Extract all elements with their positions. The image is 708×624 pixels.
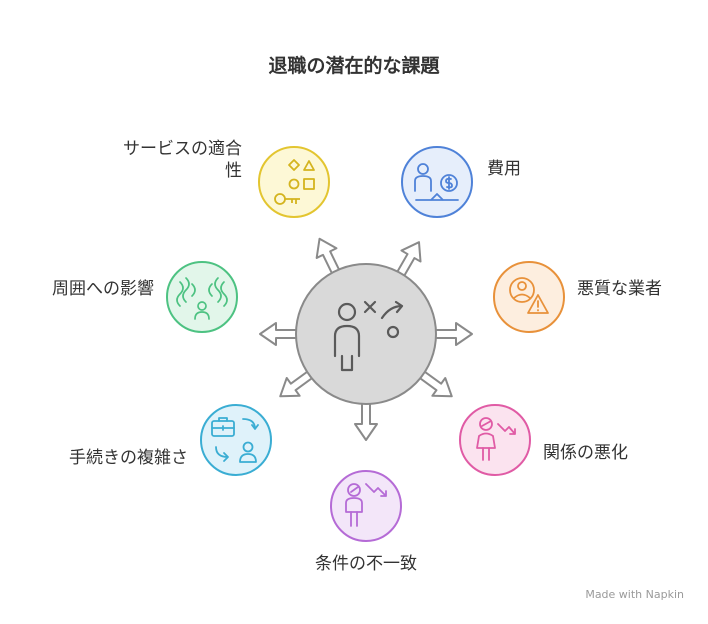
label-service-fit: サービスの適合 性	[123, 138, 242, 182]
node-relationship	[459, 404, 531, 476]
napkin-watermark: Made with Napkin	[585, 588, 684, 601]
node-condition-mismatch	[330, 470, 402, 542]
person-declining-icon	[476, 417, 516, 461]
person-warning-icon	[509, 277, 549, 314]
label-service-fit-line2: 性	[225, 161, 242, 181]
hub-circle	[295, 263, 437, 405]
label-cost: 費用	[487, 159, 521, 179]
node-service-fit	[258, 146, 330, 218]
person-down-trend-icon	[345, 483, 387, 527]
label-condition-mismatch: 条件の不一致	[315, 554, 417, 574]
node-procedure-complexity	[200, 404, 272, 476]
briefcase-exchange-icon	[211, 417, 259, 463]
label-procedure-complexity: 手続きの複雑さ	[69, 448, 188, 468]
decision-person-icon	[333, 300, 404, 372]
label-bad-vendor: 悪質な業者	[577, 279, 662, 299]
label-relationship: 関係の悪化	[543, 443, 628, 463]
person-money-scale-icon	[414, 163, 459, 201]
label-surrounding-impact: 周囲への影響	[52, 279, 154, 299]
node-bad-vendor	[493, 261, 565, 333]
node-cost	[401, 146, 473, 218]
label-service-fit-line1: サービスの適合	[123, 139, 242, 159]
shapes-key-icon	[274, 159, 315, 205]
central-hub	[259, 237, 473, 441]
person-ripple-icon	[176, 277, 228, 320]
node-surrounding-impact	[166, 261, 238, 333]
diagram-title: 退職の潜在的な課題	[268, 55, 440, 77]
